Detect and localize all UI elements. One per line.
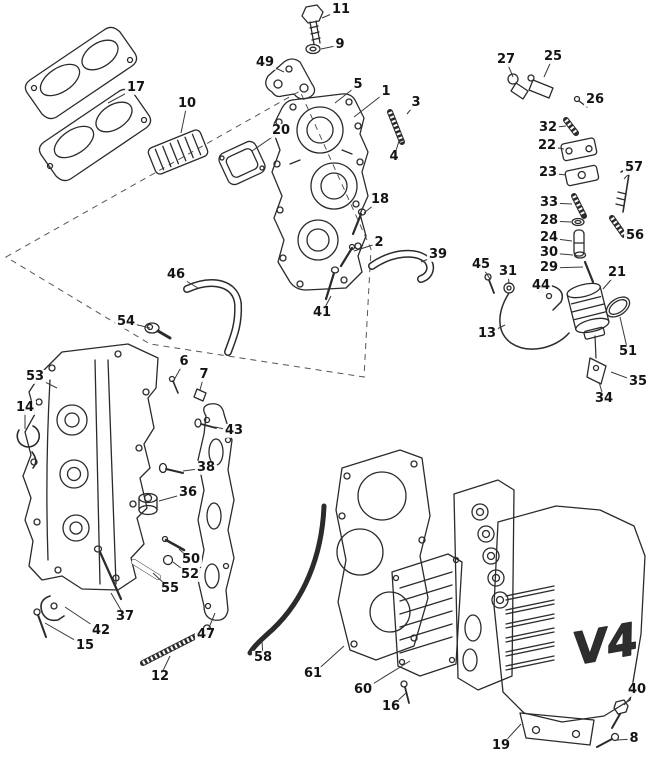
reed-assembly-60-drawing: [391, 553, 463, 677]
spring-3-drawing: [387, 109, 405, 145]
pin-29-drawing: [583, 260, 595, 284]
hose-46-drawing: [183, 279, 243, 356]
clamp-42-drawing: [40, 595, 65, 622]
bolt-41-drawing: [324, 266, 340, 301]
adapter-plate-drawing: [453, 479, 515, 691]
solenoid-21-drawing: [566, 282, 610, 340]
screw-45-drawing: [484, 273, 495, 294]
screw-26-drawing: [573, 95, 588, 108]
leader-lines: [24, 9, 639, 747]
ring-14-drawing: [16, 425, 41, 469]
oring-51-drawing: [605, 296, 631, 318]
plate-61-drawing: [335, 449, 431, 661]
spring-32-drawing: [563, 117, 579, 136]
cover-v4-label: V4: [569, 614, 642, 675]
seal-58-drawing: [247, 503, 327, 656]
bolt-15-drawing: [33, 608, 47, 638]
threaded-rod-12-drawing: [140, 624, 212, 666]
plate-23-drawing: [564, 164, 600, 187]
bracket-49-drawing: [265, 58, 316, 100]
grommet-31-drawing: [503, 282, 515, 294]
gasket-set-17-drawing: [24, 26, 152, 182]
washer-9-drawing: [305, 43, 321, 55]
wire-13-drawing: [499, 292, 570, 350]
spring-56-drawing: [609, 215, 627, 238]
pin-50-drawing: [161, 535, 186, 552]
screw-8-drawing: [596, 732, 620, 748]
hose-39-drawing: [368, 249, 435, 283]
reed-block-10-drawing: [147, 129, 209, 175]
sensor-27-drawing: [507, 73, 529, 100]
rod-57-drawing: [615, 169, 630, 213]
ball-52-drawing: [162, 554, 174, 566]
gasket-47-drawing: [197, 403, 235, 621]
valve-25-drawing: [527, 74, 554, 99]
bolt-37-drawing: [93, 545, 123, 601]
bracket-22-drawing: [560, 137, 598, 162]
dashed-boundary: [5, 90, 372, 378]
intake-manifold-1-drawing: [271, 93, 369, 291]
clamp-44-drawing: [538, 285, 564, 311]
clip-7-drawing: [193, 388, 207, 402]
bolt-16-drawing: [400, 680, 410, 704]
stud-2-drawing: [339, 243, 356, 268]
bolt-6-drawing: [168, 375, 179, 394]
screw-43-drawing: [194, 418, 217, 429]
grommet-36-drawing: [138, 492, 158, 516]
bolt-11-drawing: [301, 4, 324, 45]
bolt-18-drawing: [351, 208, 367, 236]
oring-28-drawing: [571, 217, 585, 227]
washer-30-drawing: [573, 251, 587, 259]
v4-cover-19-drawing: V4: [493, 505, 646, 746]
fitting-54-drawing: [144, 322, 172, 340]
spring-33-drawing: [571, 193, 587, 219]
bolt-40-drawing: [611, 699, 629, 729]
strap-34-drawing: [586, 335, 607, 385]
plunger-24-drawing: [573, 229, 585, 257]
screw-38-drawing: [158, 462, 184, 474]
gasket-20-drawing: [218, 140, 266, 186]
